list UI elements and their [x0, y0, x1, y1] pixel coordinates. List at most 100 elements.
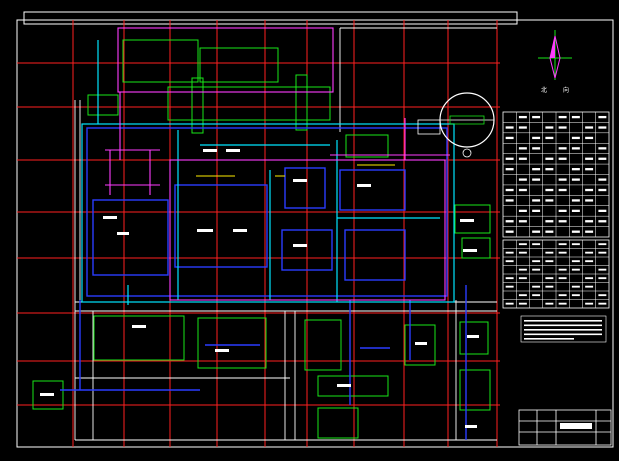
legend-table-cell-text	[518, 115, 527, 119]
legend-table-cell-text	[545, 168, 554, 171]
legend-table-cell-text	[505, 136, 514, 140]
equipment-table-cell-text	[558, 294, 567, 297]
equipment-table-cell-text	[518, 243, 527, 246]
legend-table-cell-text	[585, 220, 594, 223]
equipment-table-cell-text	[598, 277, 607, 280]
equipment-table-cell-text	[545, 251, 554, 254]
notes-line	[524, 338, 574, 340]
equipment-table-cell-text	[571, 268, 580, 271]
legend-table-cell-text	[598, 157, 607, 160]
notes-line	[524, 324, 602, 327]
legend-table-cell-text	[571, 199, 580, 202]
legend-table-cell-text	[532, 115, 541, 119]
legend-table-cell-text	[571, 147, 580, 150]
legend-table-cell-text	[532, 136, 541, 140]
legend-table-cell-text	[571, 209, 580, 212]
legend-table-cell-text	[571, 230, 580, 233]
equipment-table-cell-text	[558, 277, 567, 280]
equipment-table-cell-text	[585, 251, 594, 254]
equipment-table-cell-text	[558, 243, 567, 246]
legend-table-cell-text	[598, 126, 607, 129]
equipment-table-cell-text	[518, 294, 527, 297]
legend-table-cell-text	[545, 199, 554, 202]
legend-table-cell-text	[585, 136, 594, 140]
legend-table-cell-text	[505, 188, 514, 192]
equipment-table-cell-text	[545, 302, 554, 305]
equipment-table-cell-text	[532, 294, 541, 297]
legend-table-cell-text	[585, 126, 594, 129]
equipment-table-cell-text	[545, 260, 554, 263]
equipment-table-cell-text	[518, 268, 527, 271]
equipment-table-cell-text	[558, 268, 567, 271]
equipment-table-cell-text	[518, 251, 527, 254]
legend-table-cell-text	[532, 230, 541, 233]
notes-line	[524, 329, 602, 331]
equipment-table-cell-text	[532, 260, 541, 263]
legend-table-cell-text	[558, 188, 567, 192]
equipment-table-cell-text	[571, 260, 580, 263]
magenta-pipelines	[105, 27, 450, 301]
legend-table-cell-text	[558, 115, 567, 119]
equipment-table-cell-text	[585, 285, 594, 288]
legend-table-cell-text	[505, 157, 514, 160]
legend-table-rows	[503, 112, 609, 237]
legend-table-cell-text	[585, 168, 594, 171]
equipment-labels	[40, 149, 479, 428]
legend-table-cell-text	[558, 209, 567, 212]
legend-table-cell-text	[518, 178, 527, 181]
legend-table-cell-text	[532, 168, 541, 171]
legend-table-cell-text	[518, 188, 527, 192]
legend-table-cell-text	[585, 188, 594, 192]
equipment-table-cell-text	[585, 277, 594, 280]
legend-table-cell-text	[518, 157, 527, 160]
cyan-pipelines	[81, 40, 455, 305]
legend-table-cell-text	[545, 126, 554, 129]
equipment-table-cell-text	[558, 251, 567, 254]
equipment-table-cell-text	[505, 260, 514, 263]
equipment-table-cell-text	[505, 277, 514, 280]
legend-table-cell-text	[518, 220, 527, 223]
legend-table-cell-text	[598, 178, 607, 181]
yellow-pipelines	[196, 164, 395, 177]
legend-table-cell-text	[545, 188, 554, 192]
legend-table-cell-text	[585, 199, 594, 202]
notes-line	[524, 320, 602, 322]
green-equipment	[32, 39, 491, 439]
legend-table-cell-text	[505, 126, 514, 129]
equipment-table-rows	[503, 240, 609, 308]
legend-table-cell-text	[505, 230, 514, 233]
legend-table-cell-text	[532, 147, 541, 150]
legend-table-cell-text	[558, 178, 567, 181]
equipment-table-cell-text	[571, 294, 580, 297]
equipment-table-cell-text	[532, 243, 541, 246]
legend-table-cell-text	[518, 147, 527, 150]
notes-block	[520, 315, 607, 343]
legend-table-cell-text	[558, 157, 567, 160]
legend-table-cell-text	[505, 220, 514, 223]
drawing-frame	[16, 11, 614, 448]
equipment-table-cell-text	[598, 243, 607, 246]
equipment-table-cell-text	[518, 302, 527, 305]
legend-table-cell-text	[532, 178, 541, 181]
title-block	[518, 409, 612, 446]
circular-storage-tank-icon	[417, 92, 495, 158]
legend-table-cell-text	[505, 168, 514, 171]
equipment-table-cell-text	[505, 285, 514, 288]
equipment-table-cell-text	[598, 302, 607, 305]
legend-table-cell-text	[518, 126, 527, 129]
legend-table-cell-text	[598, 115, 607, 119]
legend-table-cell-text	[571, 178, 580, 181]
legend-table-cell-text	[545, 157, 554, 160]
equipment-table-cell-text	[505, 251, 514, 254]
legend-table-cell-text	[558, 147, 567, 150]
legend-table-cell-text	[598, 147, 607, 150]
equipment-table-cell-text	[532, 268, 541, 271]
equipment-table-cell-text	[585, 260, 594, 263]
north-arrow-compass-icon: 北 向	[538, 30, 572, 94]
legend-table-cell-text	[571, 168, 580, 171]
equipment-table-cell-text	[545, 285, 554, 288]
equipment-table-cell-text	[585, 302, 594, 305]
legend-table-cell-text	[571, 115, 580, 119]
legend-table-cell-text	[571, 136, 580, 140]
legend-table-cell-text	[505, 199, 514, 202]
